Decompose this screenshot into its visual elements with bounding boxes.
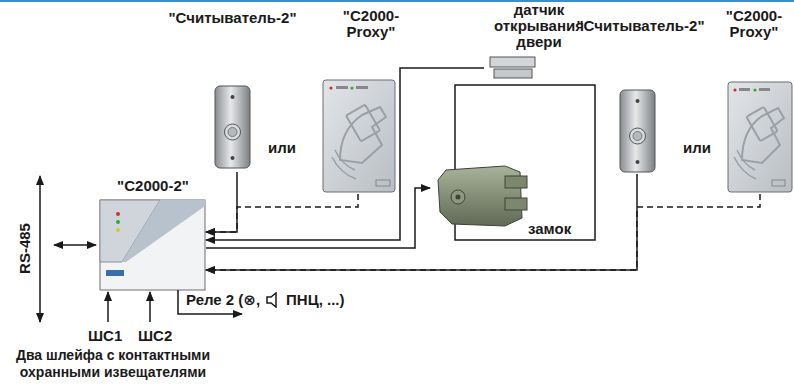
device-label: "С2000-2" [100,178,206,194]
speaker-symbol [265,292,281,308]
sensor-node: датчик открывания двери [484,2,594,80]
controller-device [100,200,205,290]
reader-device [620,90,655,172]
loop-wire [149,292,151,322]
wire [206,174,637,270]
top-rule [0,0,794,2]
lock-node: замок [430,158,582,242]
proxy-device [323,80,395,192]
device-label: "С2000-Proxy" [325,8,417,40]
device-label: "Считыватель-2" [160,10,305,26]
loop-label: ШС1 [88,327,122,344]
bus-link [54,244,96,246]
device-label: "Считыватель-2" [568,18,713,34]
proxy-node: "С2000-Proxy" [716,8,792,194]
dashed-wire [206,194,760,270]
device-label: замок [528,221,588,237]
lock-device [438,166,527,226]
bus-label: RS-485 [16,223,33,274]
wire [206,172,237,232]
dashed-wire [206,194,358,232]
controller-node: "С2000-2" [100,178,206,291]
proxy-device [728,82,792,192]
loop-label: ШС2 [138,327,172,344]
wire [206,68,484,240]
relay-label: ПНЦ, ...) [286,291,344,308]
relay-row: Реле 2 (⊗, ПНЦ, ...) [186,291,344,308]
device-label: датчик открывания двери [491,2,587,50]
or-label: или [268,139,296,156]
reader-device [215,86,250,168]
device-label: "С2000-Proxy" [718,8,790,40]
relay-label: Реле 2 (⊗, [186,291,260,308]
door-sensor [490,57,535,78]
wire [206,188,430,248]
bus-arrow [39,176,41,322]
or-label: или [683,139,711,156]
note-label: Два шлейфа с контактными охранными извещ… [2,347,224,381]
proxy-node: "С2000-Proxy" [318,8,424,194]
loop-wire [107,292,109,322]
